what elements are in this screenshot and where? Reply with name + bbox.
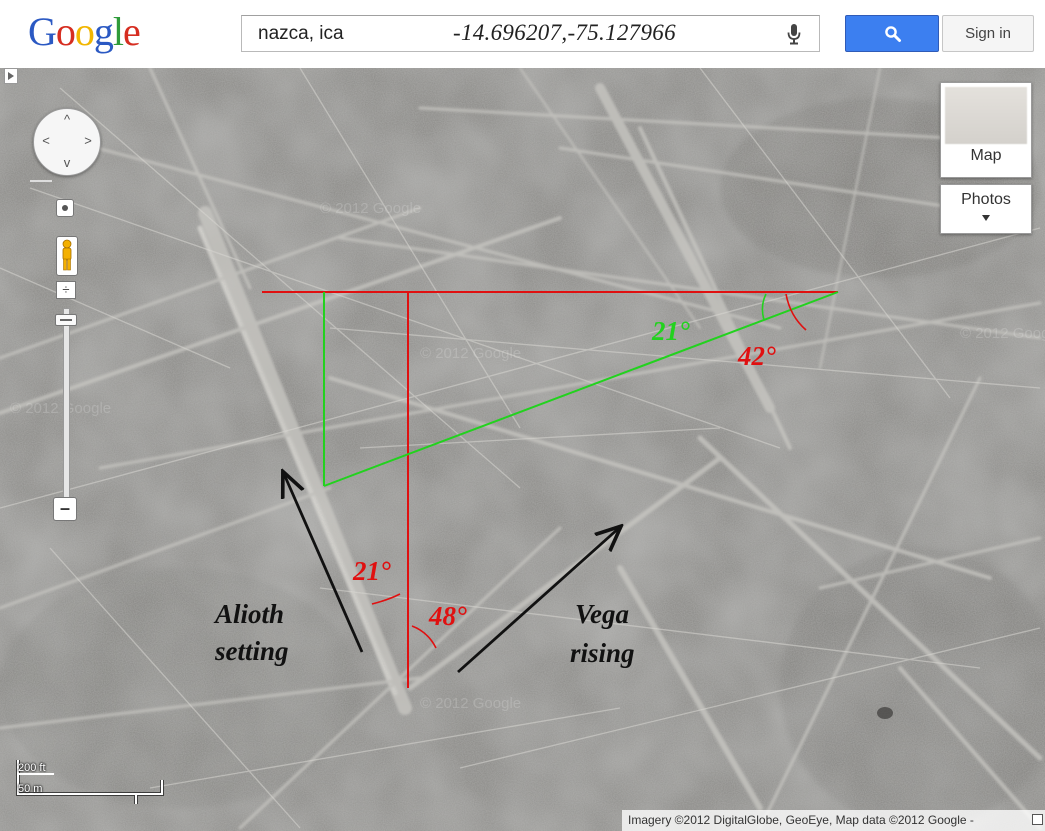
expand-icon[interactable] xyxy=(1032,814,1043,825)
microphone-icon[interactable] xyxy=(786,23,802,45)
logo-letter: e xyxy=(123,9,141,54)
logo-letter: o xyxy=(55,9,76,54)
map-type-button[interactable]: Map xyxy=(940,82,1032,178)
scale-meters-label: 50 m xyxy=(18,783,43,795)
google-logo[interactable]: Google xyxy=(28,6,141,58)
logo-letter: g xyxy=(93,9,114,54)
red-angle-arc-bottom xyxy=(411,625,437,649)
collapse-panel-button[interactable] xyxy=(4,68,18,84)
satellite-map[interactable]: © 2012 Google © 2012 Google © 2012 Googl… xyxy=(0,68,1045,831)
magnifier-icon xyxy=(885,26,901,42)
photos-button[interactable]: Photos xyxy=(940,184,1032,234)
satellite-imagery: © 2012 Google © 2012 Google © 2012 Googl… xyxy=(0,68,1045,831)
pan-right-icon[interactable]: > xyxy=(84,133,92,148)
red-angle-arc-top xyxy=(785,293,807,331)
label-vega: Vega xyxy=(575,599,629,629)
attribution-text: Imagery ©2012 DigitalGlobe, GeoEye, Map … xyxy=(622,810,1045,831)
logo-letter: G xyxy=(28,9,57,54)
control-divider xyxy=(30,180,52,182)
dot-icon xyxy=(62,205,68,211)
scale-feet-label: 200 ft xyxy=(18,762,46,774)
pegman-icon xyxy=(62,239,72,271)
angle-label-red-top: 42° xyxy=(737,341,776,371)
top-bar: Google nazca, ica -14.696207,-75.127966 … xyxy=(0,0,1045,68)
search-coordinates-text: -14.696207,-75.127966 xyxy=(453,20,676,45)
pan-down-icon[interactable]: v xyxy=(63,155,71,170)
vega-arrow xyxy=(457,528,619,674)
rotate-button[interactable]: ÷ xyxy=(56,281,76,299)
label-setting: setting xyxy=(214,636,289,666)
angle-label-green-top: 21° xyxy=(651,316,690,346)
annotation-overlay: 21° 42° 21° 48° Alioth setting Vega risi… xyxy=(213,291,839,688)
triangle-right-icon xyxy=(8,72,14,80)
attribution-label: Imagery ©2012 DigitalGlobe, GeoEye, Map … xyxy=(628,813,974,827)
search-button[interactable] xyxy=(845,15,939,52)
photos-label: Photos xyxy=(961,191,1011,208)
scale-bar xyxy=(16,760,164,804)
search-query-text: nazca, ica xyxy=(258,23,344,44)
pan-up-icon[interactable]: ^ xyxy=(63,112,71,127)
search-input[interactable]: nazca, ica -14.696207,-75.127966 xyxy=(241,15,820,52)
handle-grip xyxy=(60,319,72,321)
reset-view-button[interactable] xyxy=(56,199,74,217)
zoom-slider-handle[interactable] xyxy=(55,314,77,326)
map-thumbnail xyxy=(945,87,1027,144)
pan-left-icon[interactable]: < xyxy=(42,133,50,148)
label-alioth: Alioth xyxy=(213,599,284,629)
label-rising: rising xyxy=(570,638,635,668)
angle-label-red-bottom: 48° xyxy=(428,601,467,631)
angle-label-red-left: 21° xyxy=(352,556,391,586)
sign-in-button[interactable]: Sign in xyxy=(942,15,1034,52)
street-view-pegman-icon[interactable] xyxy=(56,236,78,276)
pan-control[interactable]: ^ < > v xyxy=(33,108,101,176)
green-angle-arc xyxy=(761,293,767,321)
zoom-out-button[interactable]: – xyxy=(53,497,77,521)
logo-letter: o xyxy=(74,9,95,54)
green-diagonal-line xyxy=(323,291,839,487)
logo-letter: l xyxy=(112,9,124,54)
red-angle-arc-left xyxy=(371,593,401,605)
zoom-slider-track[interactable] xyxy=(63,308,70,504)
map-type-label: Map xyxy=(970,147,1002,164)
dropdown-arrow-icon xyxy=(982,215,990,221)
alioth-arrow xyxy=(284,474,364,653)
